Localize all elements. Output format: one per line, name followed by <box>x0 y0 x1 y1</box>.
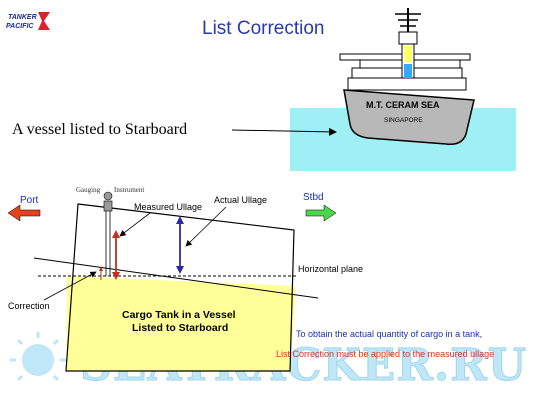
measured-ullage-leader <box>119 212 151 237</box>
correction-arrow <box>99 266 103 280</box>
correction-label: Correction <box>8 301 50 311</box>
logo-line2: PACIFIC <box>6 23 34 30</box>
logo-line1: TANKER <box>8 14 37 21</box>
vessel-caption: A vessel listed to Starboard <box>12 121 187 138</box>
horizontal-plane-label: Horizontal plane <box>298 264 363 274</box>
stbd-label: Stbd <box>303 192 324 203</box>
gauging-label: Gauging <box>76 186 101 194</box>
note-line2: List Correction must be applied to the m… <box>276 349 494 359</box>
ship-name: M.T. CERAM SEA <box>366 100 440 110</box>
tank-label-line2: Listed to Starboard <box>132 322 228 334</box>
tank-label-line1: Cargo Tank in a Vessel <box>122 309 236 321</box>
ship-illustration: M.T. CERAM SEA SINGAPORE <box>339 8 475 146</box>
stbd-arrow-icon <box>305 204 337 222</box>
actual-ullage-arrow <box>176 216 184 274</box>
ship-port: SINGAPORE <box>384 117 423 124</box>
caption-arrow <box>231 127 337 136</box>
cargo-liquid <box>66 276 296 371</box>
liquid-surface-line <box>33 257 319 299</box>
port-arrow-icon <box>7 204 41 222</box>
port-label: Port <box>20 195 39 206</box>
actual-ullage-label: Actual Ullage <box>214 195 267 205</box>
page-title: List Correction <box>202 18 325 39</box>
note-line1: To obtain the actual quantity of cargo i… <box>296 329 482 339</box>
actual-ullage-leader <box>185 206 227 247</box>
sun-logo-icon <box>10 332 66 382</box>
correction-leader <box>43 271 97 301</box>
instrument-label: Instrument <box>114 186 144 194</box>
cargo-tank <box>65 203 295 372</box>
tanker-pacific-logo: TANKER PACIFIC <box>6 12 50 30</box>
measured-ullage-arrow <box>112 230 120 280</box>
measured-ullage-label: Measured Ullage <box>134 202 202 212</box>
gauging-instrument-icon <box>103 191 113 276</box>
